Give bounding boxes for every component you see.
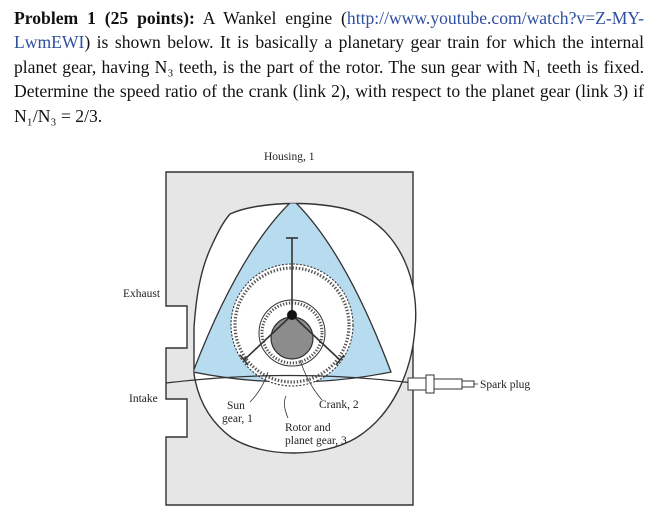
crank-label: Crank, 2 xyxy=(319,399,359,411)
wankel-engine-figure: Housing, 1 Exhaust Intake Spark plug Sun… xyxy=(0,142,659,516)
problem-intro: A Wankel engine ( xyxy=(202,8,347,28)
housing-waist xyxy=(165,374,414,384)
planet-gear-teeth xyxy=(233,266,351,384)
rotor-label-line2: planet gear, 3 xyxy=(285,435,347,447)
problem-statement: Problem 1 (25 points): A Wankel engine (… xyxy=(14,6,644,128)
wankel-engine-diagram xyxy=(165,171,478,506)
housing-label: Housing, 1 xyxy=(264,151,315,163)
intake-label: Intake xyxy=(129,393,158,405)
spark-plug xyxy=(407,374,475,394)
leader-lines xyxy=(249,359,478,419)
sun-gear-label-line2: gear, 1 xyxy=(222,413,253,425)
crank xyxy=(270,316,314,360)
spark-plug-label: Spark plug xyxy=(480,379,531,391)
rotor-arms xyxy=(239,237,345,366)
exhaust-label: Exhaust xyxy=(123,288,161,300)
problem-body: ) is shown below. It is basically a plan… xyxy=(14,32,644,126)
video-link[interactable]: http://www.youtube.com/watch?v=Z-MY-LwmE… xyxy=(14,8,644,53)
sun-gear-label-line1: Sun xyxy=(227,400,245,412)
rotor-pivot xyxy=(287,310,297,320)
problem-heading: Problem 1 (25 points): xyxy=(14,8,195,28)
rotor-label-line1: Rotor and xyxy=(285,422,331,434)
